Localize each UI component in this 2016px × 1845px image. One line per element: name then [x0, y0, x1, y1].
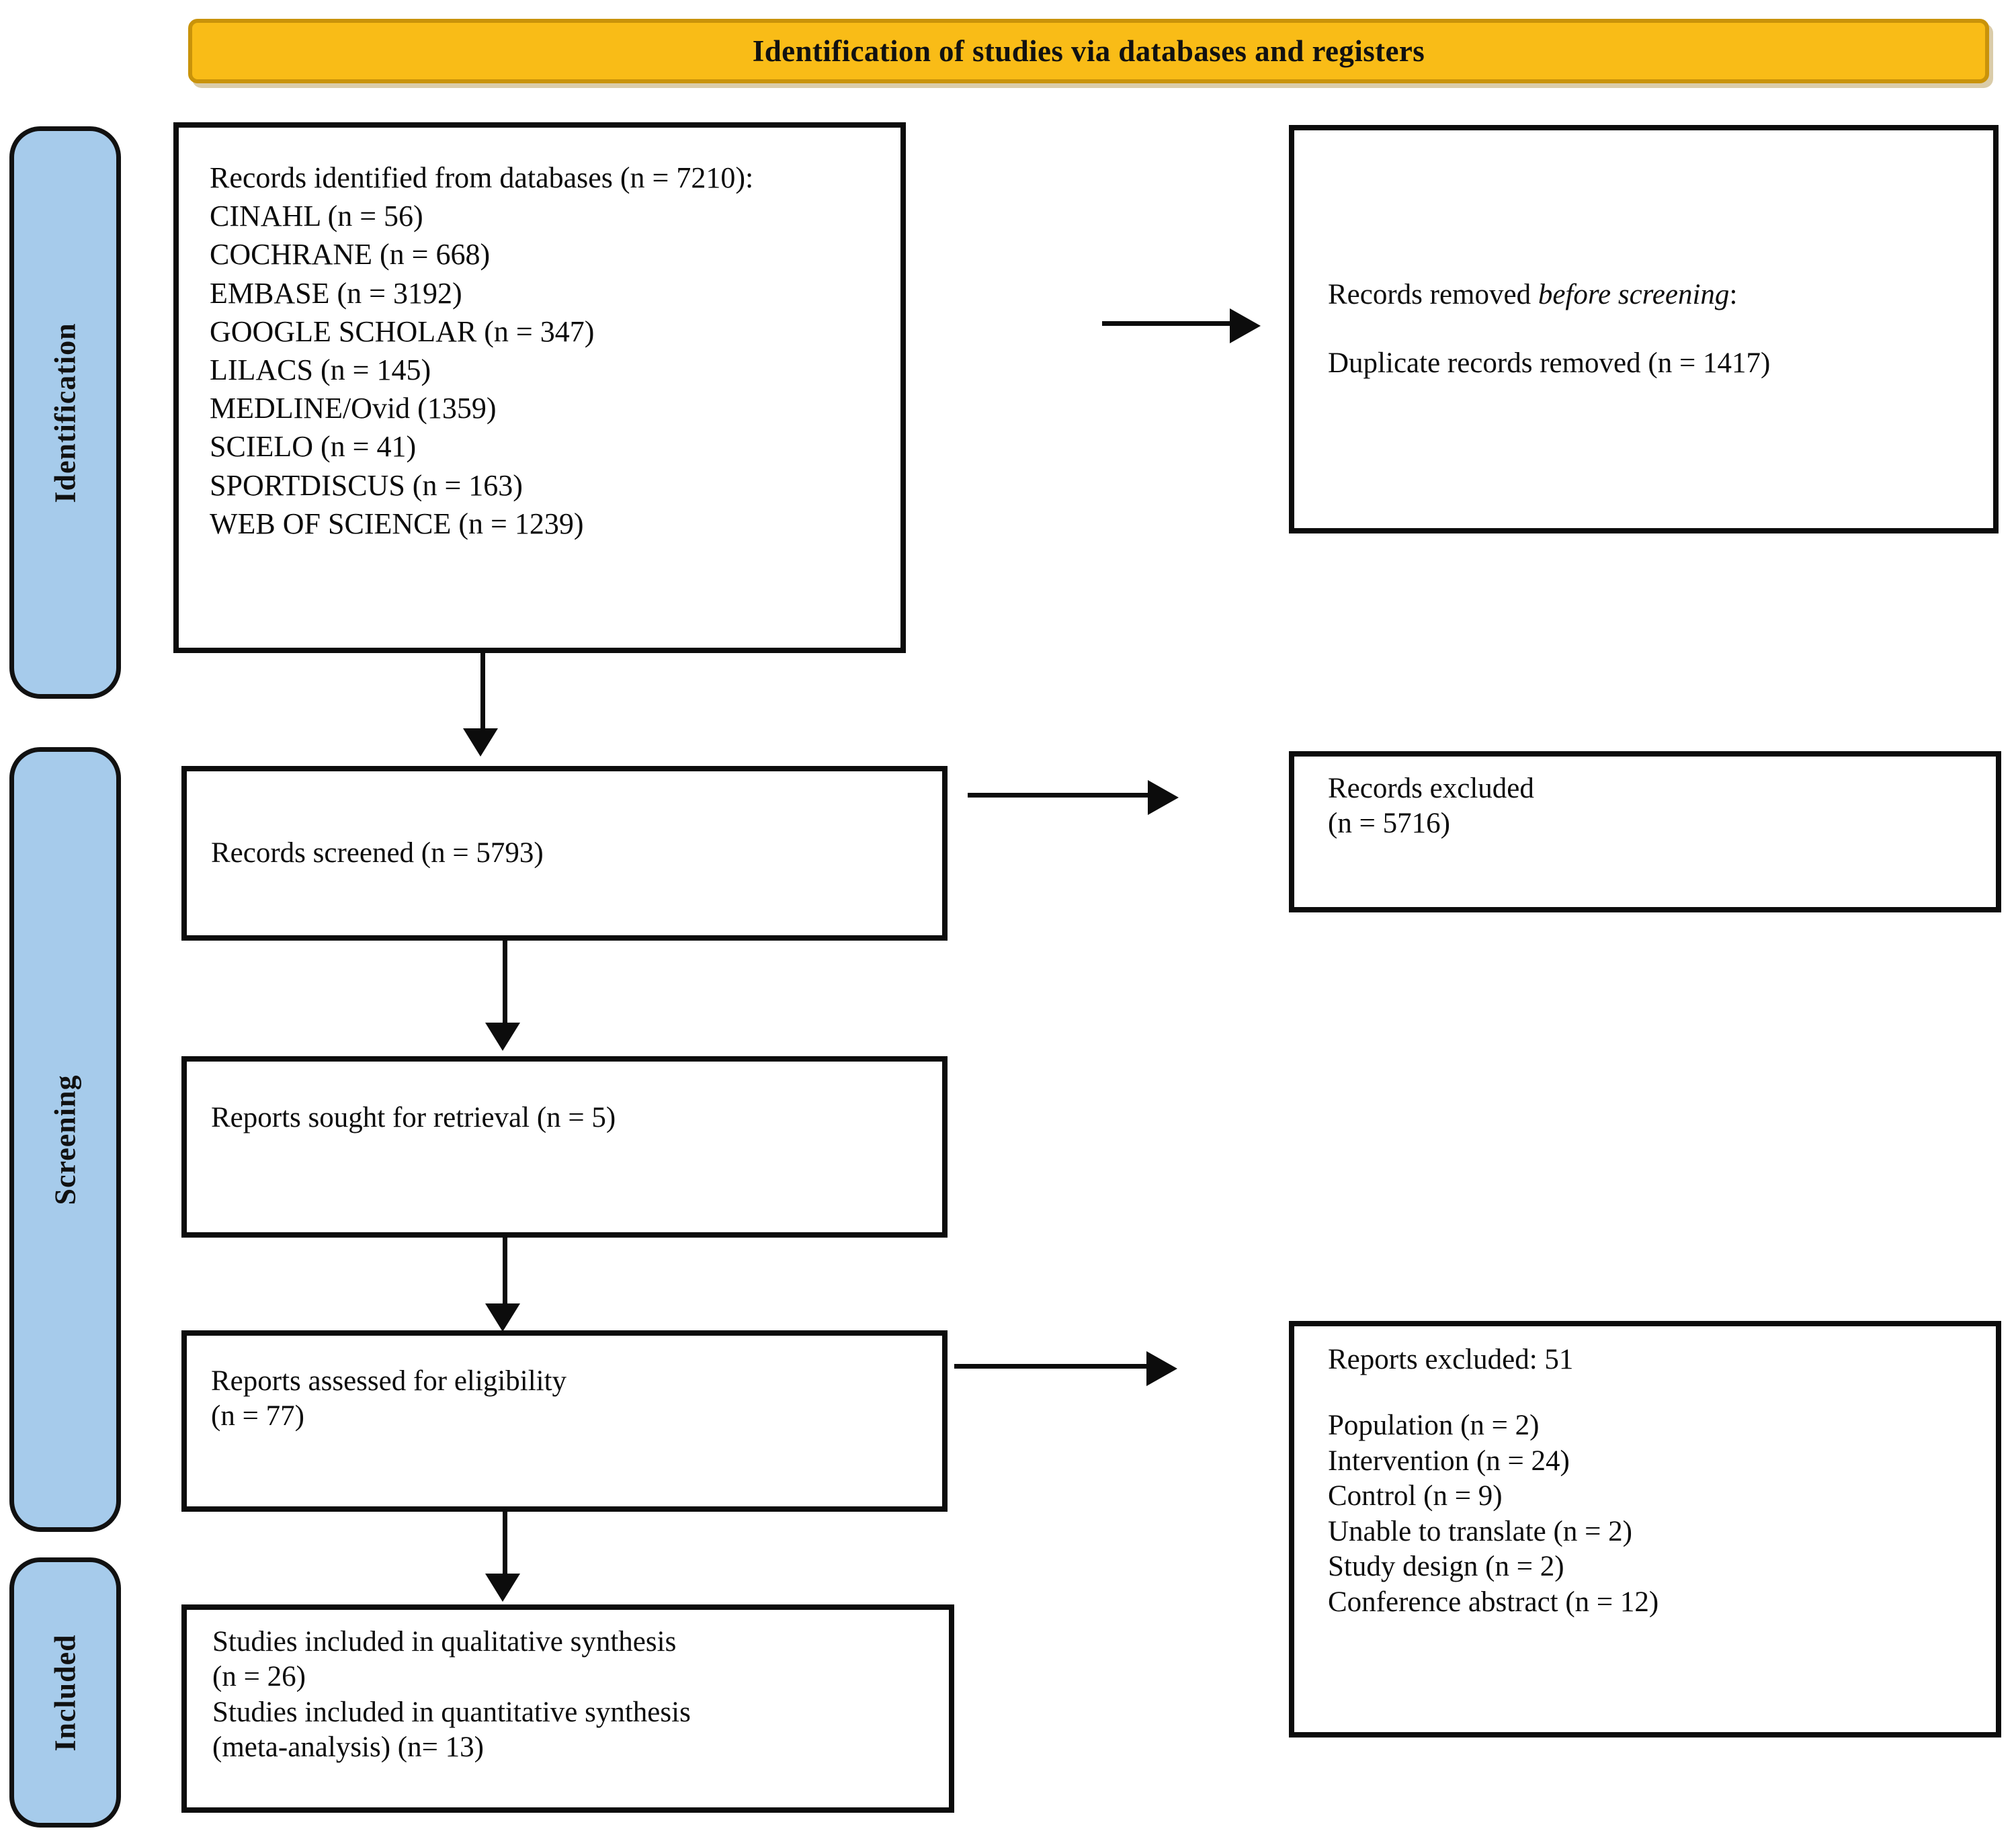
records-removed-emphasis: before screening	[1538, 279, 1730, 311]
arrow-identified-to-screened-head-icon	[463, 728, 498, 757]
page-title: Identification of studies via databases …	[752, 34, 1425, 68]
quantitative-synthesis-count: (meta-analysis) (n= 13)	[212, 1731, 484, 1764]
box-studies-included: Studies included in qualitative synthesi…	[181, 1604, 954, 1813]
stage-label-identification-text: Identification	[48, 322, 82, 503]
reason-unable-to-translate: Unable to translate (n = 2)	[1328, 1515, 1632, 1547]
source-medline-ovid: MEDLINE/Ovid (1359)	[210, 392, 497, 425]
reason-population: Population (n = 2)	[1328, 1410, 1540, 1442]
box-reports-excluded: Reports excluded: 51 Population (n = 2) …	[1289, 1321, 2001, 1737]
diagram-header-banner: Identification of studies via databases …	[188, 19, 1989, 83]
source-google-scholar: GOOGLE SCHOLAR (n = 347)	[210, 314, 595, 348]
stage-label-identification: Identification	[9, 126, 121, 699]
records-excluded-label: Records excluded	[1328, 773, 1534, 804]
records-removed-heading: Records removed before screening:	[1328, 276, 1973, 314]
stage-label-screening: Screening	[9, 747, 121, 1532]
box-reports-sought: Reports sought for retrieval (n = 5)	[181, 1056, 948, 1238]
records-screened-text: Records screened (n = 5793)	[211, 837, 544, 869]
records-excluded-count: (n = 5716)	[1328, 808, 1450, 840]
box-records-removed: Records removed before screening: Duplic…	[1289, 125, 1999, 533]
reports-excluded-heading: Reports excluded: 51	[1328, 1344, 1574, 1375]
reports-assessed-label: Reports assessed for eligibility	[211, 1365, 567, 1397]
qualitative-synthesis-count: (n = 26)	[212, 1661, 306, 1693]
records-identified-heading: Records identified from databases (n = 7…	[210, 161, 754, 194]
arrow-identified-to-removed-head-icon	[1230, 308, 1261, 343]
arrow-assessed-to-included-head-icon	[485, 1574, 520, 1602]
arrow-screened-to-sought-head-icon	[485, 1023, 520, 1051]
reason-study-design: Study design (n = 2)	[1328, 1551, 1564, 1583]
stage-label-included-text: Included	[48, 1633, 82, 1752]
reason-conference-abstract: Conference abstract (n = 12)	[1328, 1586, 1659, 1618]
spacer	[1328, 1377, 1976, 1408]
arrow-identified-to-removed-line	[1102, 321, 1234, 326]
qualitative-synthesis-label: Studies included in qualitative synthesi…	[212, 1626, 677, 1658]
box-records-screened: Records screened (n = 5793)	[181, 766, 948, 941]
reports-assessed-count: (n = 77)	[211, 1400, 304, 1432]
source-web-of-science: WEB OF SCIENCE (n = 1239)	[210, 507, 584, 540]
arrow-identified-to-screened-line	[480, 653, 485, 732]
source-lilacs: LILACS (n = 145)	[210, 353, 431, 386]
source-scielo: SCIELO (n = 41)	[210, 430, 417, 464]
stage-label-included: Included	[9, 1557, 121, 1828]
source-cochrane: COCHRANE (n = 668)	[210, 238, 491, 271]
arrow-screened-to-excluded-line	[968, 793, 1152, 798]
records-removed-prefix: Records removed	[1328, 279, 1538, 311]
arrow-sought-to-assessed-line	[503, 1238, 507, 1307]
quantitative-synthesis-label: Studies included in quantitative synthes…	[212, 1696, 691, 1728]
source-embase: EMBASE (n = 3192)	[210, 276, 462, 310]
arrow-screened-to-excluded-head-icon	[1148, 780, 1179, 815]
arrow-assessed-to-reports-excluded-line	[954, 1364, 1150, 1369]
box-records-excluded: Records excluded (n = 5716)	[1289, 751, 2001, 912]
reason-intervention: Intervention (n = 24)	[1328, 1445, 1570, 1477]
source-cinahl: CINAHL (n = 56)	[210, 200, 423, 233]
stage-label-screening-text: Screening	[48, 1074, 82, 1205]
box-records-identified: Records identified from databases (n = 7…	[173, 122, 906, 653]
arrow-assessed-to-reports-excluded-head-icon	[1146, 1351, 1177, 1386]
arrow-screened-to-sought-line	[503, 941, 507, 1027]
reason-control: Control (n = 9)	[1328, 1480, 1503, 1512]
arrow-sought-to-assessed-head-icon	[485, 1303, 520, 1332]
reports-sought-text: Reports sought for retrieval (n = 5)	[211, 1102, 616, 1133]
duplicate-records-removed: Duplicate records removed (n = 1417)	[1328, 347, 1771, 379]
box-reports-assessed: Reports assessed for eligibility (n = 77…	[181, 1330, 948, 1512]
records-removed-suffix: :	[1729, 279, 1738, 311]
arrow-assessed-to-included-line	[503, 1512, 507, 1576]
spacer	[1328, 314, 1973, 345]
source-sportdiscus: SPORTDISCUS (n = 163)	[210, 468, 523, 502]
